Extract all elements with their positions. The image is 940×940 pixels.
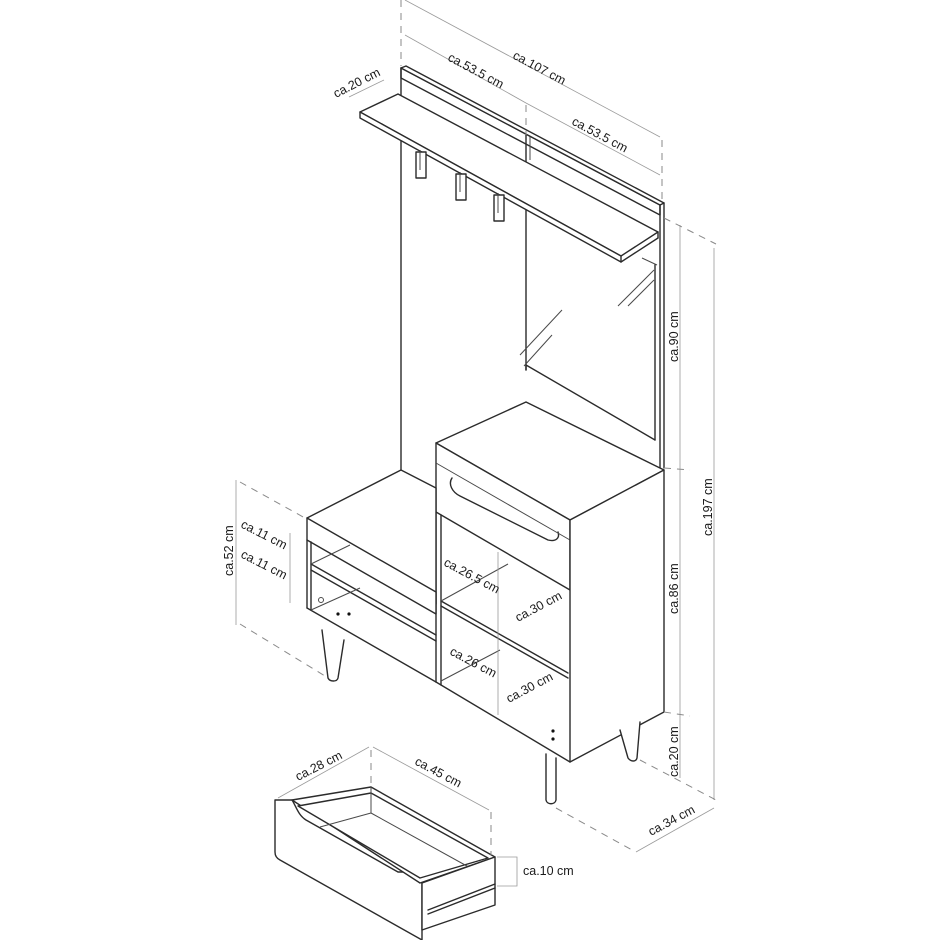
label-cabinet-height: ca.86 cm (667, 563, 681, 614)
coat-hooks (415, 150, 505, 222)
label-upper-right-width: ca.53.5 cm (570, 114, 631, 155)
label-bench-height: ca.52 cm (222, 525, 236, 576)
hook-icon (455, 172, 467, 201)
label-total-height: ca.197 cm (701, 478, 715, 536)
label-cabinet-depth: ca.34 cm (646, 802, 697, 838)
hat-shelf (359, 93, 659, 266)
label-leg-height: ca.20 cm (667, 726, 681, 777)
label-total-width: ca.107 cm (511, 48, 568, 87)
label-upper-compartment-width: ca.30 cm (513, 588, 564, 624)
right-cabinet (435, 401, 665, 763)
label-shelf-depth: ca.20 cm (331, 65, 383, 100)
label-drawer-width: ca.28 cm (293, 748, 345, 783)
label-upper-left-width: ca.53.5 cm (446, 50, 507, 91)
hook-icon (493, 193, 505, 222)
shoe-bench (306, 469, 437, 683)
hook-icon (415, 150, 427, 179)
label-upper-compartment-height: ca.26.5 cm (442, 555, 503, 596)
legs (321, 629, 641, 805)
label-lower-compartment-height: ca.26 cm (448, 644, 499, 680)
back-panel (400, 65, 665, 471)
label-upper-height: ca.90 cm (667, 311, 681, 362)
drawer-detail (274, 786, 496, 940)
label-lower-compartment-width: ca.30 cm (504, 669, 555, 705)
mirror (519, 264, 656, 441)
dimension-lines (235, 0, 717, 887)
label-drawer-height: ca.10 cm (523, 864, 574, 878)
label-bench-compartment-bottom: ca.11 cm (239, 547, 290, 582)
